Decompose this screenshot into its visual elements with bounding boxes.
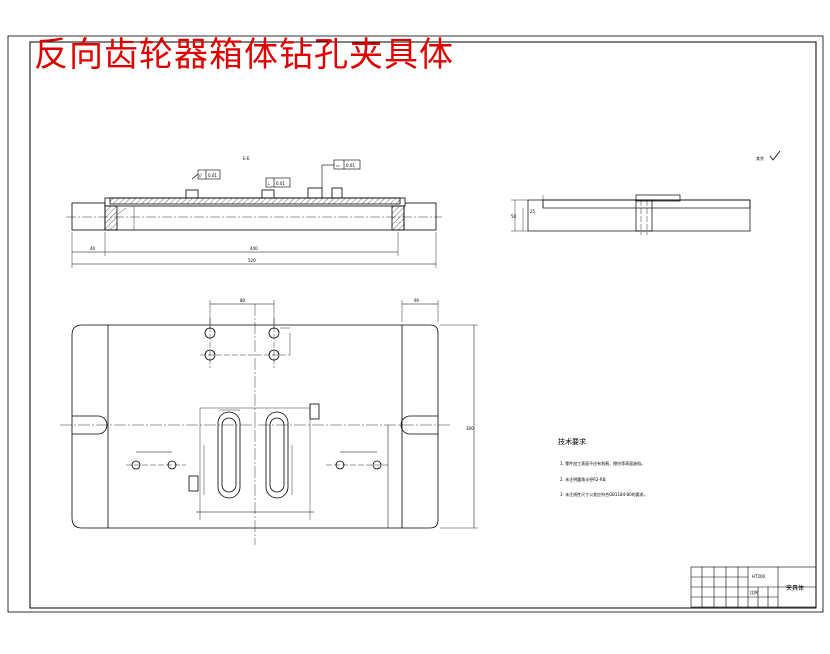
tolerance-frame-3: [321, 159, 361, 188]
tol-3-value: 0.01: [346, 163, 355, 168]
dim-top: 80: [240, 298, 246, 303]
section-view: E-E: [66, 156, 442, 268]
tech-item-1: 1. 零件加工表面不应有划痕、擦伤等表面缺陷。: [560, 460, 645, 466]
title-block-name: 夹具体: [786, 584, 804, 592]
tech-heading: 技术要求: [558, 437, 586, 446]
title-block: [690, 566, 817, 608]
dim-right-flange: 90: [414, 298, 420, 303]
tol-1-symbol: //: [199, 173, 202, 178]
inner-frame: [29, 41, 817, 609]
title-block-material: HT200: [752, 574, 766, 579]
tolerance-frame-1: [191, 169, 221, 180]
tol-2-symbol: ⊥: [267, 181, 271, 186]
title-block-scale: 比例: [750, 589, 758, 595]
roughness-note: 其余: [756, 155, 764, 161]
dim-width: 300: [466, 426, 474, 431]
dim-vert-a: 50: [511, 214, 517, 219]
tol-1-value: 0.01: [208, 173, 217, 178]
tol-2-value: 0.01: [276, 181, 285, 186]
dim-inner-length: 440: [250, 246, 258, 251]
dim-vert-b: 25: [530, 209, 536, 214]
tech-item-3: 3. 未注线性尺寸公差应符合GB1184-80的要求。: [560, 491, 648, 497]
side-view: [511, 194, 751, 235]
dim-left-offset: 40: [90, 246, 96, 251]
tech-item-2: 2. 未注明圆角半径R2-R8;: [560, 476, 607, 482]
section-label: E-E: [243, 156, 250, 161]
drawing-title: 反向齿轮器箱体钻孔夹具体: [34, 35, 454, 75]
drawing-border: [7, 35, 824, 613]
tolerance-frame-2: [265, 177, 291, 188]
roughness-check-icon: [769, 150, 781, 161]
plan-view: [60, 300, 478, 545]
dim-overall-length: 520: [248, 258, 256, 263]
tol-3-symbol: ▭: [336, 163, 340, 168]
